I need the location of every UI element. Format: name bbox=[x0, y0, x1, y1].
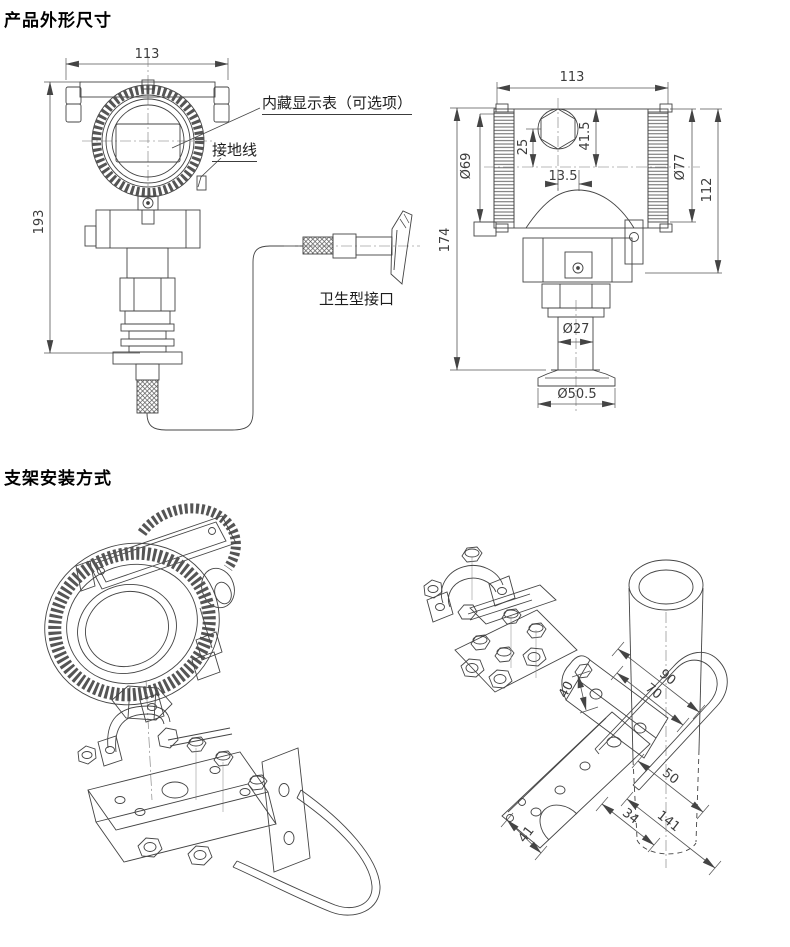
pipe-mount-isometric bbox=[423, 546, 728, 876]
front-dim-width: 113 bbox=[134, 47, 160, 62]
front-dim-height: 193 bbox=[32, 209, 47, 235]
side-dim-conduit-offset: 25 bbox=[516, 138, 531, 156]
side-dim-width: 113 bbox=[559, 70, 585, 85]
side-dim-conduit-height: 41.5 bbox=[578, 121, 593, 151]
label-sanitary-connector: 卫生型接口 bbox=[319, 291, 395, 308]
bracket-mounted-isometric bbox=[44, 503, 381, 916]
side-dim-cap-front: Ø69 bbox=[459, 152, 474, 180]
side-dim-cap-rear: Ø77 bbox=[673, 153, 688, 181]
side-dim-total-height: 174 bbox=[438, 227, 453, 253]
label-ground-wire: 接地线 bbox=[212, 139, 258, 162]
section-title-bracket-mounting: 支架安装方式 bbox=[4, 469, 112, 488]
side-view-drawing bbox=[450, 82, 722, 412]
side-dim-body-height: 112 bbox=[700, 177, 715, 203]
front-view-drawing bbox=[44, 56, 420, 431]
section-title-outline-dimensions: 产品外形尺寸 bbox=[4, 11, 112, 30]
side-dim-neck-dia: Ø27 bbox=[562, 322, 590, 337]
side-dim-clamp-dia: Ø50.5 bbox=[557, 387, 597, 402]
label-builtin-display: 内藏显示表（可选项） bbox=[262, 92, 413, 115]
side-dim-center-offset: 13.5 bbox=[548, 169, 578, 184]
